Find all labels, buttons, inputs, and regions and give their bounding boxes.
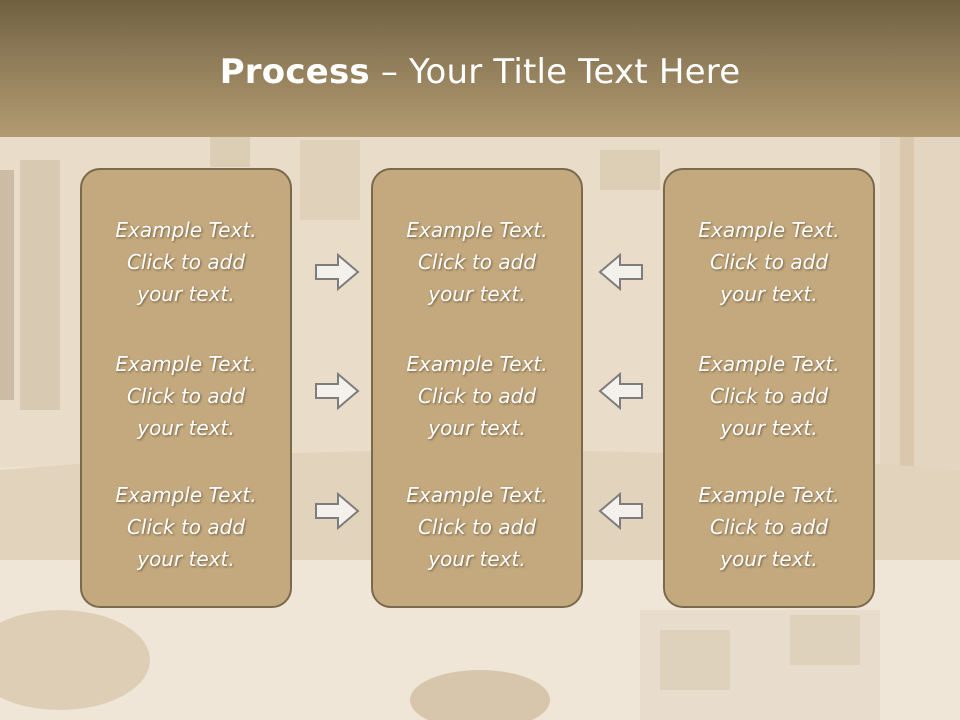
text-placeholder[interactable]: Example Text. Click to add your text. xyxy=(665,479,873,575)
text-line: Click to add xyxy=(126,384,246,408)
arrow-left-icon xyxy=(598,491,643,531)
text-line: Click to add xyxy=(709,515,829,539)
text-line: Example Text. xyxy=(406,352,548,376)
text-line: Click to add xyxy=(709,250,829,274)
text-placeholder[interactable]: Example Text. Click to add your text. xyxy=(373,348,581,444)
text-line: Click to add xyxy=(417,384,537,408)
text-line: Example Text. xyxy=(698,352,840,376)
title-bar xyxy=(0,0,960,137)
text-line: Click to add xyxy=(126,250,246,274)
text-line: your text. xyxy=(720,547,818,571)
text-line: your text. xyxy=(428,547,526,571)
arrow-right-icon xyxy=(315,252,360,292)
text-line: your text. xyxy=(428,416,526,440)
text-line: Click to add xyxy=(417,250,537,274)
text-line: Example Text. xyxy=(406,218,548,242)
text-line: Example Text. xyxy=(115,352,257,376)
text-line: Example Text. xyxy=(406,483,548,507)
text-placeholder[interactable]: Example Text. Click to add your text. xyxy=(665,214,873,310)
arrow-left-icon xyxy=(598,252,643,292)
process-box-right[interactable]: Example Text. Click to add your text. Ex… xyxy=(663,168,875,608)
arrow-left-icon xyxy=(598,371,643,411)
text-placeholder[interactable]: Example Text. Click to add your text. xyxy=(665,348,873,444)
text-line: your text. xyxy=(137,282,235,306)
text-placeholder[interactable]: Example Text. Click to add your text. xyxy=(82,214,290,310)
text-line: Click to add xyxy=(126,515,246,539)
text-line: Click to add xyxy=(709,384,829,408)
text-line: Example Text. xyxy=(115,218,257,242)
page-title[interactable]: Process – Your Title Text Here xyxy=(0,52,960,92)
text-placeholder[interactable]: Example Text. Click to add your text. xyxy=(82,479,290,575)
text-line: your text. xyxy=(428,282,526,306)
text-line: Example Text. xyxy=(115,483,257,507)
text-line: Click to add xyxy=(417,515,537,539)
arrow-right-icon xyxy=(315,491,360,531)
text-line: your text. xyxy=(720,282,818,306)
process-box-center[interactable]: Example Text. Click to add your text. Ex… xyxy=(371,168,583,608)
text-line: Example Text. xyxy=(698,483,840,507)
arrow-right-icon xyxy=(315,371,360,411)
text-placeholder[interactable]: Example Text. Click to add your text. xyxy=(373,214,581,310)
process-box-left[interactable]: Example Text. Click to add your text. Ex… xyxy=(80,168,292,608)
text-line: your text. xyxy=(720,416,818,440)
title-rest: – Your Title Text Here xyxy=(369,52,741,92)
text-line: your text. xyxy=(137,547,235,571)
title-bold: Process xyxy=(219,52,370,92)
text-placeholder[interactable]: Example Text. Click to add your text. xyxy=(82,348,290,444)
text-line: Example Text. xyxy=(698,218,840,242)
text-line: your text. xyxy=(137,416,235,440)
text-placeholder[interactable]: Example Text. Click to add your text. xyxy=(373,479,581,575)
